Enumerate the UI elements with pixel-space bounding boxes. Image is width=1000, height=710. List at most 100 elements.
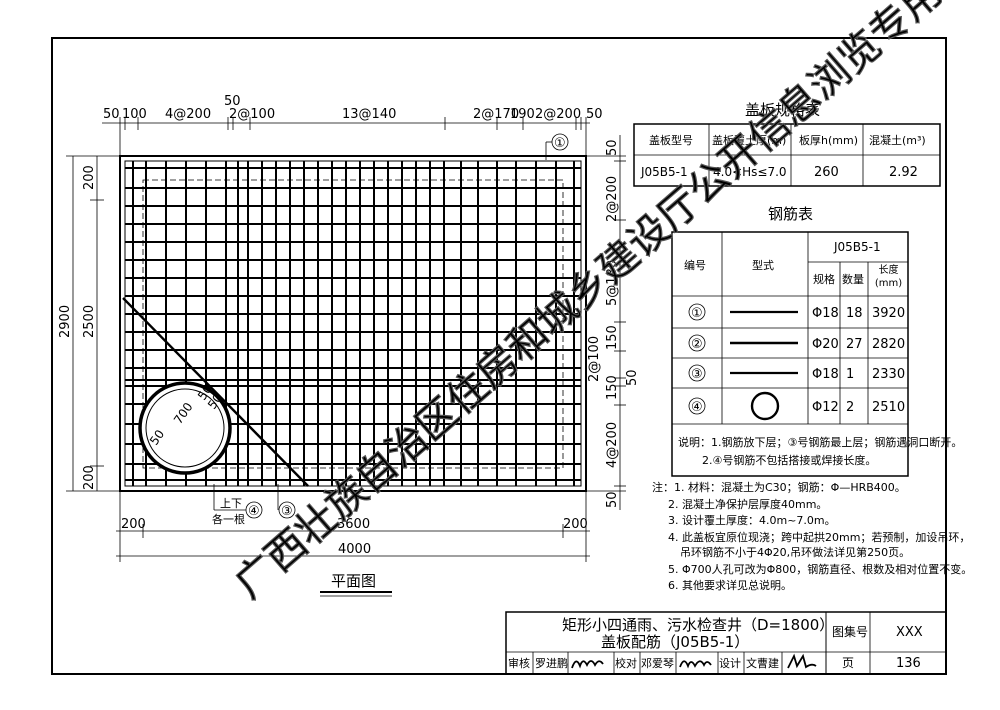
rebar-row-qty: 1 (846, 367, 854, 382)
rebar-table-title: 钢筋表 (768, 205, 813, 223)
review-name: 罗进鹏 (535, 657, 568, 670)
rebar-row-marker (688, 364, 706, 382)
rebar-row-no: ① (691, 306, 703, 321)
rebar-row-len: 2510 (872, 400, 905, 415)
note-updown: 上下 (220, 497, 242, 510)
rebar-header-spec: 规格 (813, 272, 835, 286)
dim-top-7: 2@170 (473, 107, 519, 122)
dim-top-8: 190 (510, 107, 535, 122)
rebar-row-qty: 27 (846, 337, 863, 352)
rebar-header-no: 编号 (684, 258, 706, 272)
note-line: 5. Φ700人孔可改为Φ800，钢筋直径、根数及相对位置不变。 (668, 562, 972, 576)
shape-ring-bar (750, 391, 780, 421)
dim-bottom-right: 200 (563, 517, 588, 532)
rebar-header-length: 长度(mm) (874, 265, 903, 289)
check-label: 校对 (615, 656, 637, 670)
spec-header-cover: 盖板覆土厚(m) (712, 133, 786, 147)
rebar-header-group: J05B5-1 (833, 240, 881, 254)
spec-header-concrete: 混凝土(m³) (869, 133, 926, 147)
spec-table-title: 盖板规格表 (745, 101, 820, 119)
sheet-border (51, 37, 947, 675)
note-line: 注：1. 材料：混凝土为C30；钢筋：Φ—HRB400。 (652, 480, 906, 494)
dim-top-4: 50 (224, 94, 241, 109)
general-notes: 注：1. 材料：混凝土为C30；钢筋：Φ—HRB400。 2. 混凝土净保护层厚度… (652, 480, 972, 592)
dim-left-total: 2900 (58, 305, 73, 338)
note-line: 吊环钢筋不小于4Φ20,吊环做法详见第250页。 (680, 545, 910, 559)
page-value: 136 (896, 656, 921, 671)
rebar-note-1: 说明：1.钢筋放下层；③号钢筋最上层；钢筋遇洞口断开。 (678, 435, 962, 449)
note-line: 4. 此盖板宜原位现浇；跨中起拱20mm；若预制，加设吊环， (668, 530, 970, 544)
rebar-row-no: ④ (691, 400, 703, 415)
dim-right-2: 2@200 (605, 176, 620, 222)
rebar-header-qty: 数量 (842, 273, 864, 286)
spec-table: 盖板规格表 盖板型号 盖板覆土厚(m) 板厚h(mm) 混凝土(m³) J05B… (633, 101, 941, 187)
dim-right-6: 50 (625, 369, 640, 386)
design-label: 设计 (719, 657, 741, 670)
dim-left-bottom: 200 (82, 465, 97, 490)
manhole-opening (138, 381, 232, 475)
dim-top-10: 50 (586, 107, 603, 122)
dim-top-6: 13@140 (342, 107, 396, 122)
title-line-1: 矩形小四通雨、污水检查井（D=1800） (562, 616, 834, 634)
dim-top-3: 4@200 (165, 107, 211, 122)
reviewer-signature (571, 660, 604, 669)
marker-rebar-3 (278, 501, 296, 519)
rebar-row-qty: 2 (846, 400, 854, 415)
marker-rebar-1 (551, 133, 569, 151)
rebar-row-len: 2330 (872, 367, 905, 382)
atlas-label: 图集号 (832, 624, 868, 639)
dim-bottom-mid: 3600 (337, 517, 370, 532)
dim-right-3: 5@180 (605, 260, 620, 306)
plan-view: 700 50 50 50 50 100 4@200 50 2@100 13@14… (58, 94, 640, 597)
spec-cell-model: J05B5-1 (640, 165, 688, 179)
spec-cell-cover: 4.0<Hs≤7.0 (713, 165, 787, 179)
title-block: 矩形小四通雨、污水检查井（D=1800） 盖板配筋（J05B5-1） 图集号 X… (505, 611, 947, 675)
marker-rebar-3-label: ③ (281, 504, 293, 519)
diagonal-rebar (122, 297, 309, 487)
dim-left-top: 200 (82, 165, 97, 190)
page-label: 页 (842, 656, 854, 670)
rebar-row-spec: Φ20 (812, 337, 839, 352)
rebar-row-spec: Φ12 (812, 400, 839, 415)
rebar-row-qty: 18 (846, 306, 863, 321)
dim-right-9: 50 (605, 491, 620, 508)
review-label: 审核 (508, 656, 530, 670)
manhole-inner-ring (145, 388, 225, 468)
marker-rebar-4-label: ④ (248, 504, 260, 519)
dim-bottom-total: 4000 (338, 542, 371, 557)
dim-left-mid: 2500 (82, 305, 97, 338)
plan-caption: 平面图 (331, 572, 376, 590)
spec-cell-thickness: 260 (814, 165, 839, 180)
dim-right-8: 4@200 (605, 422, 620, 468)
note-line: 6. 其他要求详见总说明。 (668, 578, 792, 592)
marker-rebar-1-label: ① (554, 136, 566, 151)
note-line: 3. 设计覆土厚度：4.0m~7.0m。 (668, 513, 836, 527)
rebar-note-2: 2.④号钢筋不包括搭接或焊接长度。 (702, 453, 876, 467)
dim-right-5: 2@100 (587, 336, 602, 382)
designer-signature (787, 653, 817, 669)
spec-cell-concrete: 2.92 (889, 165, 918, 180)
dim-right-1: 50 (605, 139, 620, 156)
dim-right-4: 150 (605, 325, 620, 350)
design-name: 文曹建 (746, 656, 779, 670)
rebar-row-no: ③ (691, 367, 703, 382)
rebar-row-spec: Φ18 (812, 306, 839, 321)
atlas-value: XXX (896, 625, 923, 640)
dim-top-1: 50 (103, 107, 120, 122)
slab-outline (119, 155, 587, 492)
wall-dashed-outline (142, 179, 564, 469)
rebar-row-spec: Φ18 (812, 367, 839, 382)
title-line-2: 盖板配筋（J05B5-1） (601, 633, 749, 651)
dim-top-5: 2@100 (229, 107, 275, 122)
rebar-row-marker (688, 397, 706, 415)
dim-top-9: 2@200 (535, 107, 581, 122)
marker-rebar-4 (245, 501, 263, 519)
note-line: 2. 混凝土净保护层厚度40mm。 (668, 497, 827, 511)
note-each: 各一根 (212, 512, 245, 526)
spec-header-model: 盖板型号 (649, 133, 693, 147)
spec-header-thickness: 板厚h(mm) (799, 133, 858, 147)
rebar-row-marker (688, 334, 706, 352)
rebar-row-marker (688, 303, 706, 321)
